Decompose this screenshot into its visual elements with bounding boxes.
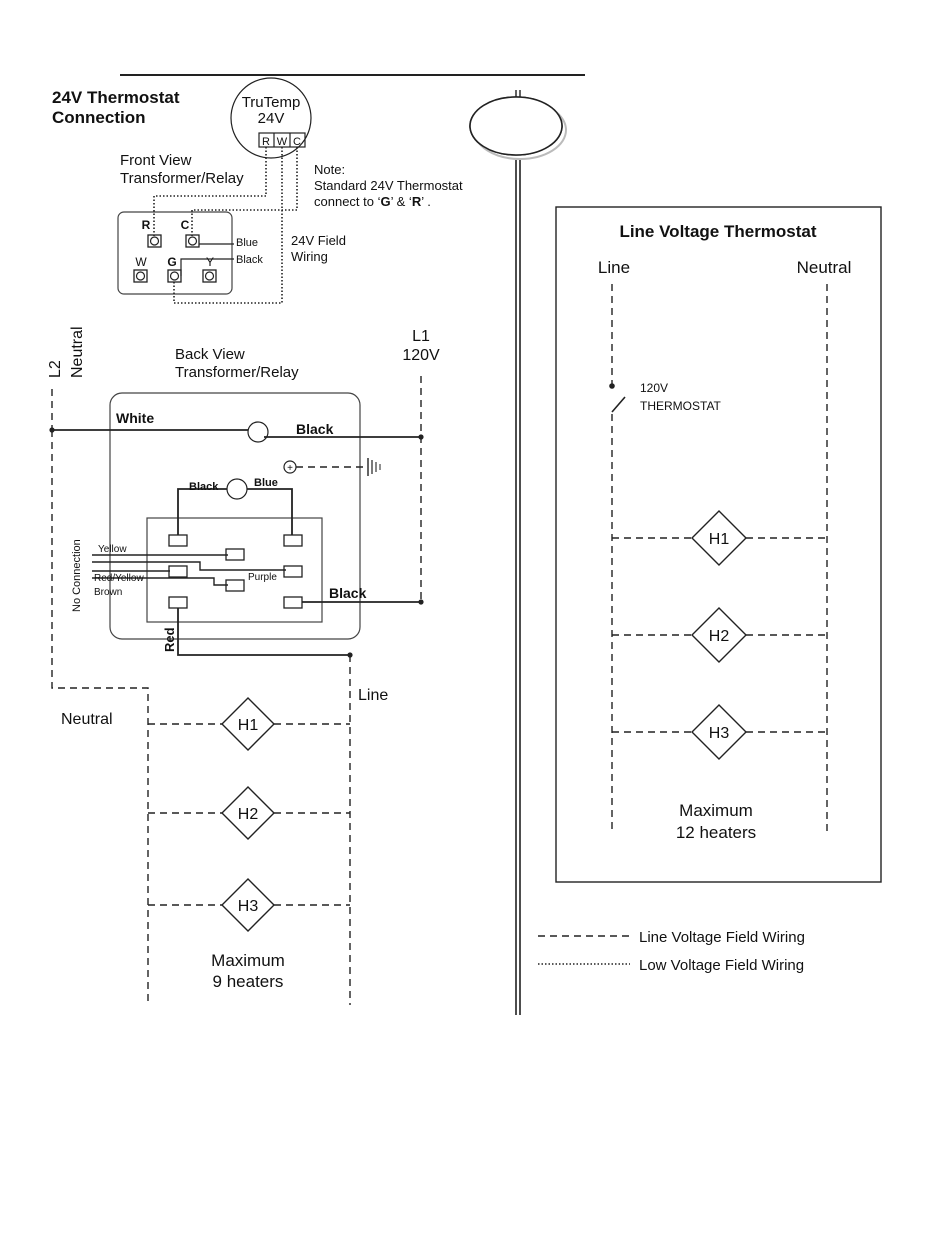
label-brown: Brown xyxy=(94,587,122,598)
left-neutral-dashed xyxy=(51,430,149,1005)
lv-thermostat-label: 120V xyxy=(640,381,668,395)
panel-terminal-7 xyxy=(168,596,188,609)
svg-text:Transformer/Relay: Transformer/Relay xyxy=(175,364,299,381)
front-terminal-c-label: C xyxy=(181,218,190,232)
left-neutral-label: Neutral xyxy=(61,711,113,728)
front-terminal-w-label: W xyxy=(135,255,147,269)
panel-terminal-3 xyxy=(225,548,245,561)
low-voltage-wire-c xyxy=(191,147,298,236)
front-terminal-y-label: Y xyxy=(206,255,214,269)
lv-neutral-label: Neutral xyxy=(797,258,852,277)
front-terminal-y xyxy=(202,269,217,283)
line-voltage-title: Line Voltage Thermostat xyxy=(619,222,816,241)
front-terminal-g-label: G xyxy=(167,255,176,269)
svg-text:12 heaters: 12 heaters xyxy=(676,823,756,842)
label-blue-inner: Blue xyxy=(254,477,278,489)
legend-low-voltage: Low Voltage Field Wiring xyxy=(639,957,804,974)
svg-text:H1: H1 xyxy=(238,717,259,734)
label-white: White xyxy=(116,410,154,426)
tstat24-title: 24V Thermostat xyxy=(52,88,180,107)
front-view-title: Front View xyxy=(120,152,192,169)
front-terminal-r xyxy=(147,234,162,248)
left-heater-h1: H1 xyxy=(148,697,350,751)
field-wiring-24v: 24V Field xyxy=(291,233,346,248)
label-red-yellow: Red/Yellow xyxy=(94,573,144,584)
front-terminal-c xyxy=(185,234,200,248)
wire-black-inner xyxy=(177,488,227,538)
panel-terminal-1 xyxy=(168,534,188,547)
label-purple: Purple xyxy=(248,572,277,583)
label-black-inner: Black xyxy=(189,481,219,493)
left-line-label: Line xyxy=(358,687,388,704)
svg-text:H3: H3 xyxy=(709,725,730,742)
trutemp-thermostat xyxy=(230,77,312,159)
trutemp-terminal-r: R xyxy=(262,136,270,148)
front-terminal-g xyxy=(167,269,182,283)
ground-icon xyxy=(367,458,381,476)
supply-neutral: Neutral xyxy=(69,326,86,378)
supply-l2: L2 xyxy=(47,360,64,378)
svg-text:Transformer/Relay: Transformer/Relay xyxy=(120,170,244,187)
label-black-top: Black xyxy=(296,421,334,437)
panel-terminal-6 xyxy=(225,579,245,592)
svg-text:+: + xyxy=(287,463,293,474)
svg-text:THERMOSTAT: THERMOSTAT xyxy=(640,399,722,413)
left-heater-h3: H3 xyxy=(148,878,350,932)
svg-text:Connection: Connection xyxy=(52,108,146,127)
lv-heater-h3: H3 xyxy=(612,704,827,760)
label-black-right: Black xyxy=(329,585,367,601)
trutemp-name: TruTemp xyxy=(242,94,301,111)
wire-blue-inner xyxy=(247,488,293,538)
svg-text:Wiring: Wiring xyxy=(291,249,328,264)
lv-heater-h2: H2 xyxy=(612,607,827,663)
svg-text:H3: H3 xyxy=(238,898,259,915)
supply-l1-voltage: 120V xyxy=(402,347,440,364)
label-red: Red xyxy=(162,627,177,652)
panel-terminal-2 xyxy=(283,534,303,547)
svg-text:H2: H2 xyxy=(238,806,259,823)
legend-line-voltage: Line Voltage Field Wiring xyxy=(639,929,805,946)
trutemp-terminal-w: W xyxy=(277,136,288,148)
left-heater-h2: H2 xyxy=(148,786,350,840)
svg-text:Standard 24V Thermostat: Standard 24V Thermostat xyxy=(314,178,463,193)
lv-thermostat-switch xyxy=(611,396,626,413)
wire-red xyxy=(177,608,350,656)
svg-text:H2: H2 xyxy=(709,628,730,645)
lv-max-heaters: Maximum xyxy=(679,801,753,820)
low-voltage-wire-w xyxy=(173,147,283,304)
left-max-heaters: Maximum xyxy=(211,951,285,970)
front-wire-black: Black xyxy=(236,254,263,266)
lv-heater-h1: H1 xyxy=(612,510,827,566)
tstat-note: Note: xyxy=(314,162,345,177)
svg-text:9 heaters: 9 heaters xyxy=(213,972,284,991)
trutemp-terminal-c: C xyxy=(293,136,301,148)
low-voltage-wire-r xyxy=(153,147,267,236)
svg-text:connect to ‘G’ & ‘R’ .: connect to ‘G’ & ‘R’ . xyxy=(314,194,431,209)
panel-terminal-4 xyxy=(168,565,188,578)
front-terminal-r-label: R xyxy=(142,218,151,232)
white-wire-grommet xyxy=(247,421,269,443)
front-wire-blue: Blue xyxy=(236,237,258,249)
panel-terminal-5 xyxy=(283,565,303,578)
supply-l1: L1 xyxy=(412,328,430,345)
back-view-title: Back View xyxy=(175,346,245,363)
lv-line-label: Line xyxy=(598,258,630,277)
label-no-connection: No Connection xyxy=(71,539,83,612)
front-terminal-w xyxy=(133,269,148,283)
line-voltage-panel xyxy=(555,206,882,883)
panel-terminal-8 xyxy=(283,596,303,609)
label-yellow: Yellow xyxy=(98,544,127,555)
trutemp-voltage: 24V xyxy=(258,110,285,127)
svg-text:H1: H1 xyxy=(709,531,730,548)
